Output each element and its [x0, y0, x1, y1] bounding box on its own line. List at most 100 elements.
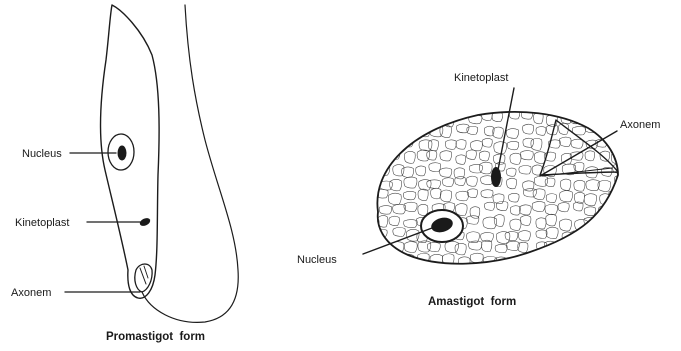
cytoplasm-cell: [492, 267, 502, 276]
cytoplasm-cell: [597, 102, 610, 114]
cytoplasm-cell: [404, 220, 418, 228]
cytoplasm-cell: [584, 99, 597, 108]
cytoplasm-cell: [599, 241, 613, 251]
cytoplasm-cell: [587, 245, 601, 254]
cytoplasm-cell: [583, 267, 597, 275]
cytoplasm-cell: [507, 178, 517, 189]
cytoplasm-cell: [521, 100, 534, 111]
cytoplasm-cell: [519, 205, 531, 215]
cytoplasm-cell: [624, 164, 635, 176]
cytoplasm-cell: [625, 97, 636, 107]
cytoplasm-cell: [454, 110, 464, 118]
cytoplasm-cell: [367, 142, 378, 154]
cytoplasm-cell: [546, 194, 556, 203]
cytoplasm-cell: [546, 214, 557, 226]
cytoplasm-cell: [455, 100, 467, 109]
cytoplasm-cell: [418, 204, 428, 215]
amastigote-kinetoplast-label: Kinetoplast: [454, 72, 508, 84]
cytoplasm-cell: [404, 151, 415, 163]
amastigote-axonem-label: Axonem: [620, 119, 660, 131]
cytoplasm-cell: [379, 139, 389, 148]
cytoplasm-cell: [389, 216, 399, 225]
cytoplasm-cell: [544, 254, 554, 263]
cytoplasm-cell: [562, 271, 572, 283]
cytoplasm-cell: [613, 258, 623, 267]
cytoplasm-cell: [610, 272, 623, 282]
cytoplasm-cell: [533, 189, 545, 200]
cytoplasm-cell: [624, 153, 637, 161]
cytoplasm-cell: [558, 203, 569, 212]
cytoplasm-cell: [471, 141, 483, 151]
cytoplasm-cell: [393, 227, 405, 236]
cytoplasm-cell: [377, 127, 390, 139]
amastigote-figure: Kinetoplast Axonem Nucleus Amastigot for…: [297, 72, 660, 308]
cytoplasm-cell: [440, 151, 452, 161]
cytoplasm-cell: [531, 138, 542, 150]
promastigote-kinetoplast-label: Kinetoplast: [15, 217, 69, 229]
cytoplasm-cell: [626, 268, 637, 277]
cytoplasm-cell: [466, 150, 476, 159]
cytoplasm-cell: [518, 231, 530, 241]
cytoplasm-cell: [391, 100, 402, 111]
promastigote-nucleus-label: Nucleus: [22, 148, 62, 160]
cytoplasm-cell: [544, 100, 557, 111]
cytoplasm-cell: [362, 271, 373, 282]
cytoplasm-cell: [531, 269, 544, 278]
cytoplasm-cell: [362, 254, 372, 262]
cytoplasm-cell: [520, 151, 533, 160]
cytoplasm-cell: [507, 141, 519, 149]
cytoplasm-cell: [609, 218, 622, 229]
cytoplasm-cell: [506, 129, 518, 139]
cytoplasm-cell: [627, 192, 638, 201]
cytoplasm-cell: [405, 98, 417, 107]
cytoplasm-cell: [575, 219, 588, 230]
cytoplasm-cell: [522, 254, 535, 262]
cytoplasm-cell: [367, 175, 378, 184]
promastigote-nucleus: [118, 146, 127, 161]
cytoplasm-cell: [560, 179, 570, 190]
cytoplasm-cell: [484, 267, 496, 276]
cytoplasm-cell: [506, 168, 516, 176]
cytoplasm-cell: [429, 163, 441, 172]
cytoplasm-cell: [391, 113, 401, 125]
promastigote-figure: Nucleus Kinetoplast Axonem Promastigot f…: [11, 5, 238, 343]
cytoplasm-cell: [403, 124, 417, 134]
amastigote-kinetoplast-pointer: [498, 88, 514, 170]
cytoplasm-cell: [484, 202, 494, 210]
cytoplasm-cell: [572, 102, 584, 112]
cytoplasm-cell: [598, 220, 610, 228]
cytoplasm-cell: [392, 257, 404, 267]
cytoplasm-cell: [597, 228, 607, 239]
cytoplasm-cell: [482, 240, 492, 252]
cytoplasm-cell: [440, 100, 454, 109]
cytoplasm-cell: [598, 205, 609, 217]
cytoplasm-cell: [544, 271, 556, 280]
cytoplasm-cell: [510, 219, 521, 230]
cytoplasm-cell: [494, 99, 504, 111]
cytoplasm-cell: [532, 201, 545, 211]
cytoplasm-cell: [558, 245, 570, 255]
cytoplasm-cell: [377, 100, 387, 112]
cytoplasm-cell: [626, 205, 636, 217]
cytoplasm-cell: [545, 204, 558, 214]
cytoplasm-cell: [431, 188, 441, 199]
cytoplasm-cell: [362, 203, 374, 214]
cytoplasm-cell: [367, 167, 381, 176]
cytoplasm-cell: [509, 193, 520, 202]
cytoplasm-cell: [388, 140, 400, 152]
cytoplasm-cell: [496, 201, 508, 210]
cytoplasm-cell: [510, 206, 520, 215]
cytoplasm-cell: [456, 140, 466, 150]
cytoplasm-cell: [510, 153, 521, 164]
cytoplasm-cell: [571, 267, 584, 275]
cytoplasm-cell: [623, 220, 634, 232]
cytoplasm-cell: [571, 139, 583, 148]
cytoplasm-cell: [523, 124, 534, 134]
cytoplasm-cell: [418, 189, 428, 200]
cytoplasm-cell: [455, 243, 466, 255]
cytoplasm-cell: [362, 228, 372, 238]
cytoplasm-cell: [414, 115, 427, 124]
cytoplasm-cell: [467, 103, 479, 112]
cytoplasm-cell: [599, 267, 611, 276]
cytoplasm-cell: [442, 178, 453, 187]
